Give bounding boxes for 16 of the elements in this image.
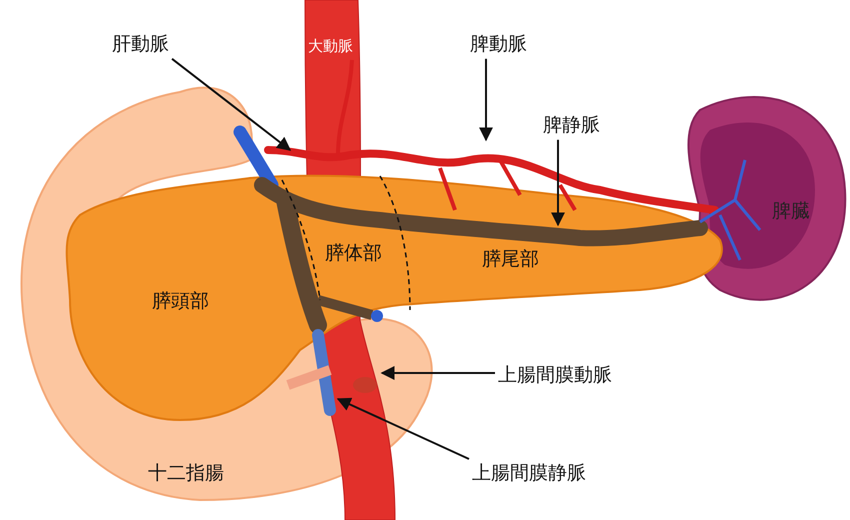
callout-label: 肝動脈 <box>112 33 169 56</box>
part-label: 膵頭部 <box>152 290 209 313</box>
leader-arrow <box>479 58 493 142</box>
leader-arrow <box>551 140 565 226</box>
callout-label: 脾動脈 <box>470 33 527 56</box>
part-label: 膵体部 <box>325 242 382 265</box>
part-label: 十二指腸 <box>148 462 224 485</box>
part-label: 大動脈 <box>308 37 353 55</box>
callout-label: 上腸間膜静脈 <box>472 462 586 485</box>
part-label: 脾臓 <box>772 200 810 223</box>
callout-label: 上腸間膜動脈 <box>498 364 612 387</box>
leader-arrow <box>336 398 470 460</box>
callout-label: 脾静脈 <box>543 114 600 137</box>
leader-arrow <box>171 58 292 151</box>
leader-arrow <box>380 366 495 380</box>
part-label: 膵尾部 <box>482 248 539 271</box>
